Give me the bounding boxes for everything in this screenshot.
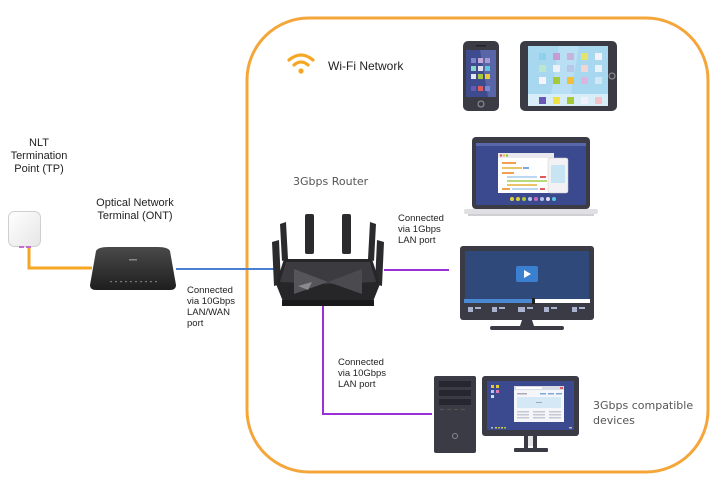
desktop-tower-icon bbox=[434, 376, 476, 453]
devices-group-label: 3Gbps compatible devices bbox=[593, 398, 693, 428]
connection-label-line: Connected bbox=[398, 213, 444, 224]
devices-group-label-line: devices bbox=[593, 414, 635, 427]
connection-label-line: LAN port bbox=[398, 235, 436, 246]
smartphone-icon bbox=[463, 41, 499, 111]
laptop-icon bbox=[464, 137, 598, 216]
smart-tv-icon bbox=[460, 246, 594, 330]
desktop-tower-device bbox=[434, 376, 476, 453]
devices-group-label-line: 3Gbps compatible bbox=[593, 399, 694, 412]
laptop-device bbox=[462, 135, 600, 219]
desktop-monitor-icon bbox=[482, 376, 579, 452]
connection-label-line: via 10Gbps bbox=[187, 296, 236, 307]
ont-label-line: Terminal (ONT) bbox=[97, 210, 173, 222]
smart-tv-device bbox=[460, 246, 594, 334]
tp-label: NLT Termination Point (TP) bbox=[4, 137, 74, 176]
tp-label-line: NLT bbox=[29, 137, 49, 149]
tablet-device bbox=[519, 40, 618, 112]
connection-label-line: Connected bbox=[338, 357, 384, 368]
ont-label: Optical Network Terminal (ONT) bbox=[80, 197, 190, 223]
smartphone-device bbox=[462, 40, 500, 112]
router-tv-connection-label: Connected via 1Gbps LAN port bbox=[398, 213, 444, 246]
connection-label-line: port bbox=[187, 318, 204, 329]
tablet-icon bbox=[520, 41, 617, 111]
termination-point-device bbox=[8, 211, 41, 249]
ont-label-line: Optical Network bbox=[96, 197, 174, 209]
desktop-monitor-device bbox=[482, 376, 579, 454]
router-icon bbox=[272, 214, 384, 306]
connection-label-line: LAN port bbox=[338, 379, 376, 390]
ont-icon bbox=[90, 247, 176, 290]
router-desktop-connection-label: Connected via 10Gbps LAN port bbox=[338, 357, 386, 390]
ont-router-connection-label: Connected via 10Gbps LAN/WAN port bbox=[187, 285, 235, 329]
cable-router-desktop bbox=[322, 306, 432, 415]
tp-label-line: Point (TP) bbox=[14, 163, 64, 175]
wifi-network-title: Wi-Fi Network bbox=[328, 59, 404, 73]
router-label: 3Gbps Router bbox=[293, 175, 369, 188]
cable-tp-ont bbox=[27, 248, 92, 270]
connection-label-line: LAN/WAN bbox=[187, 307, 230, 318]
router-device bbox=[272, 214, 384, 308]
tp-label-line: Termination bbox=[10, 150, 68, 162]
wifi-network-frame bbox=[245, 16, 710, 474]
connection-label-line: Connected bbox=[187, 285, 233, 296]
wifi-icon bbox=[286, 50, 316, 78]
termination-point-icon bbox=[8, 211, 41, 248]
connection-label-line: via 1Gbps bbox=[398, 224, 441, 235]
ont-device bbox=[88, 247, 178, 291]
connection-label-line: via 10Gbps bbox=[338, 368, 387, 379]
